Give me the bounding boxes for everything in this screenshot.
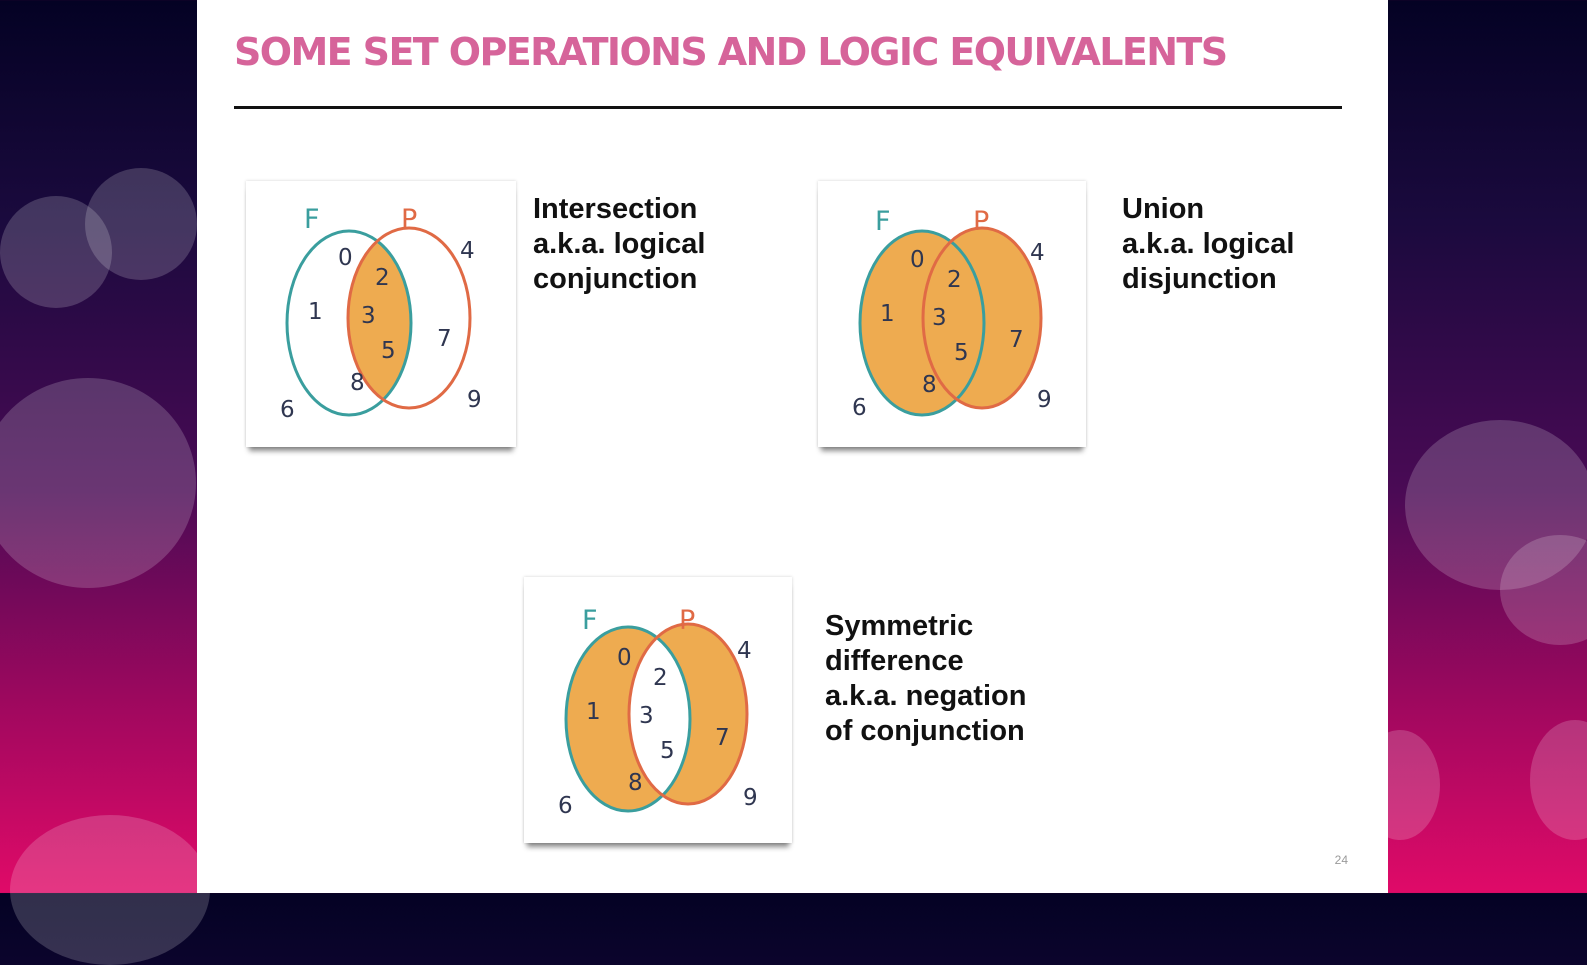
caption-line: Union bbox=[1122, 193, 1205, 225]
digit-8: 8 bbox=[628, 770, 643, 796]
digit-9: 9 bbox=[1037, 387, 1052, 413]
digit-7: 7 bbox=[715, 725, 730, 751]
set-f-label: F bbox=[304, 204, 320, 235]
caption-line: Intersection bbox=[533, 193, 698, 225]
set-f-circle bbox=[564, 625, 692, 813]
background-bubble bbox=[1530, 720, 1587, 840]
digit-2: 2 bbox=[375, 265, 390, 291]
background-bubble bbox=[0, 196, 112, 308]
background-bubble bbox=[0, 378, 196, 588]
union-caption: Union a.k.a. logical disjunction bbox=[1122, 192, 1294, 297]
set-f-label: F bbox=[582, 605, 598, 636]
slide-title: SOME SET OPERATIONS AND LOGIC EQUIVALENT… bbox=[234, 30, 1228, 74]
page-number: 24 bbox=[1334, 853, 1348, 867]
digit-3: 3 bbox=[361, 303, 376, 329]
digit-3: 3 bbox=[932, 305, 947, 331]
set-p-circle bbox=[346, 226, 472, 410]
set-f-label: F bbox=[875, 206, 891, 237]
background-bubble bbox=[85, 168, 197, 280]
digit-5: 5 bbox=[660, 738, 675, 764]
digit-7: 7 bbox=[1009, 327, 1024, 353]
digit-2: 2 bbox=[947, 267, 962, 293]
digit-0: 0 bbox=[617, 645, 632, 671]
set-p-circle bbox=[921, 226, 1043, 410]
digit-9: 9 bbox=[743, 785, 758, 811]
digit-1: 1 bbox=[586, 699, 601, 725]
set-p-circle bbox=[627, 622, 749, 806]
set-f-circle bbox=[858, 229, 986, 417]
digit-3: 3 bbox=[639, 703, 654, 729]
digit-4: 4 bbox=[460, 238, 475, 264]
set-p-label: P bbox=[973, 206, 989, 237]
set-p-label: P bbox=[401, 204, 417, 235]
caption-line: disjunction bbox=[1122, 263, 1277, 295]
digit-9: 9 bbox=[467, 387, 482, 413]
caption-line: Symmetric bbox=[825, 610, 974, 642]
symmetric-difference-venn-diagram: F P 0 1 2 3 4 5 6 7 8 9 bbox=[524, 577, 792, 843]
background-bubble bbox=[1405, 420, 1587, 590]
digit-5: 5 bbox=[954, 340, 969, 366]
slide: SOME SET OPERATIONS AND LOGIC EQUIVALENT… bbox=[197, 0, 1388, 893]
digit-5: 5 bbox=[381, 338, 396, 364]
caption-line: a.k.a. logical bbox=[533, 228, 706, 260]
digit-1: 1 bbox=[880, 301, 895, 327]
title-divider bbox=[234, 106, 1342, 109]
digit-4: 4 bbox=[1030, 240, 1045, 266]
background-bubble bbox=[1500, 535, 1587, 645]
background-bubble bbox=[10, 815, 210, 965]
digit-6: 6 bbox=[280, 397, 295, 423]
intersection-venn-diagram: F P 0 1 2 3 4 5 6 7 8 9 bbox=[246, 181, 516, 447]
intersection-caption: Intersection a.k.a. logical conjunction bbox=[533, 192, 705, 297]
digit-1: 1 bbox=[308, 299, 323, 325]
digit-6: 6 bbox=[558, 793, 573, 819]
digit-0: 0 bbox=[910, 247, 925, 273]
digit-6: 6 bbox=[852, 395, 867, 421]
caption-line: of conjunction bbox=[825, 715, 1025, 747]
symmetric-difference-caption: Symmetric difference a.k.a. negation of … bbox=[825, 609, 1026, 749]
digit-7: 7 bbox=[437, 326, 452, 352]
digit-2: 2 bbox=[653, 665, 668, 691]
caption-line: a.k.a. logical bbox=[1122, 228, 1295, 260]
caption-line: a.k.a. negation bbox=[825, 680, 1027, 712]
set-f-circle bbox=[285, 229, 413, 417]
digit-8: 8 bbox=[922, 372, 937, 398]
digit-0: 0 bbox=[338, 245, 353, 271]
set-p-label: P bbox=[679, 605, 695, 636]
caption-line: conjunction bbox=[533, 263, 698, 295]
union-venn-diagram: F P 0 1 2 3 4 5 6 7 8 9 bbox=[818, 181, 1086, 447]
digit-4: 4 bbox=[737, 638, 752, 664]
digit-8: 8 bbox=[350, 370, 365, 396]
caption-line: difference bbox=[825, 645, 964, 677]
